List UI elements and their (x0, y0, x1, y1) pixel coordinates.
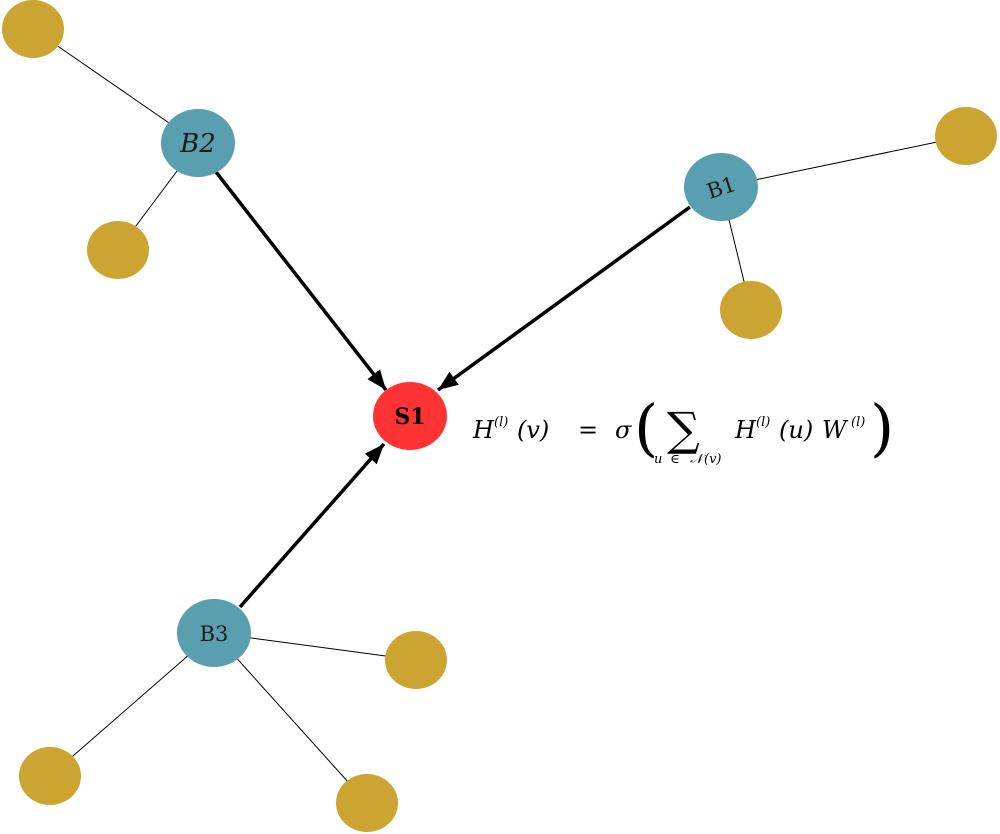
leaf-node (720, 281, 782, 339)
formula-rhs-w: W (822, 416, 849, 444)
formula-sub-in: ∈ (670, 452, 680, 467)
leaf-node (19, 747, 81, 805)
formula-sub-v: (v) (704, 452, 722, 467)
formula-lhs-arg: (v) (517, 416, 549, 444)
formula-rhs-h: H (734, 416, 757, 444)
formula-sub-u: u (654, 452, 662, 467)
leaf-node (2, 0, 64, 58)
aggregation-formula: H (l) (v) = σ ( ∑ u ∈ 𝒩 (v) H (l) (u) W … (472, 391, 894, 467)
hub-node-b2 (161, 109, 235, 177)
target-node-s1-label: S1 (394, 404, 425, 430)
hub-nodes: B2 B1 B3 (161, 109, 758, 667)
directed-edges (214, 170, 692, 609)
formula-close-paren: ) (870, 391, 894, 464)
hub-node-b3 (177, 599, 251, 667)
edge-b1-leaf1 (720, 135, 967, 188)
formula-equals: = (578, 416, 598, 444)
formula-lhs-h: H (472, 416, 495, 444)
formula-lhs-sup: (l) (494, 415, 508, 430)
hub-node-b3-label: B3 (200, 622, 229, 646)
arrow-b3-to-s1 (238, 442, 386, 609)
leaf-node (87, 221, 149, 279)
leaf-node (385, 631, 447, 689)
formula-sum: ∑ (667, 402, 700, 456)
target-node-s1 (373, 382, 447, 450)
leaf-node (336, 774, 398, 832)
arrow-b2-to-s1 (214, 170, 388, 392)
hub-node-b1 (684, 153, 758, 221)
formula-rhs-sup1: (l) (756, 415, 770, 430)
formula-sigma: σ (615, 416, 632, 444)
edge-b3-leaf3 (213, 632, 368, 804)
arrow-b1-to-s1 (436, 205, 692, 392)
formula-rhs-sup2: (l) (851, 415, 865, 430)
formula-open-paren: ( (634, 391, 658, 464)
leaf-node (935, 107, 997, 165)
formula-rhs-arg: (u) (779, 416, 813, 444)
edge-b3-leaf2 (49, 632, 215, 777)
hub-node-b2-label: B2 (179, 129, 216, 159)
